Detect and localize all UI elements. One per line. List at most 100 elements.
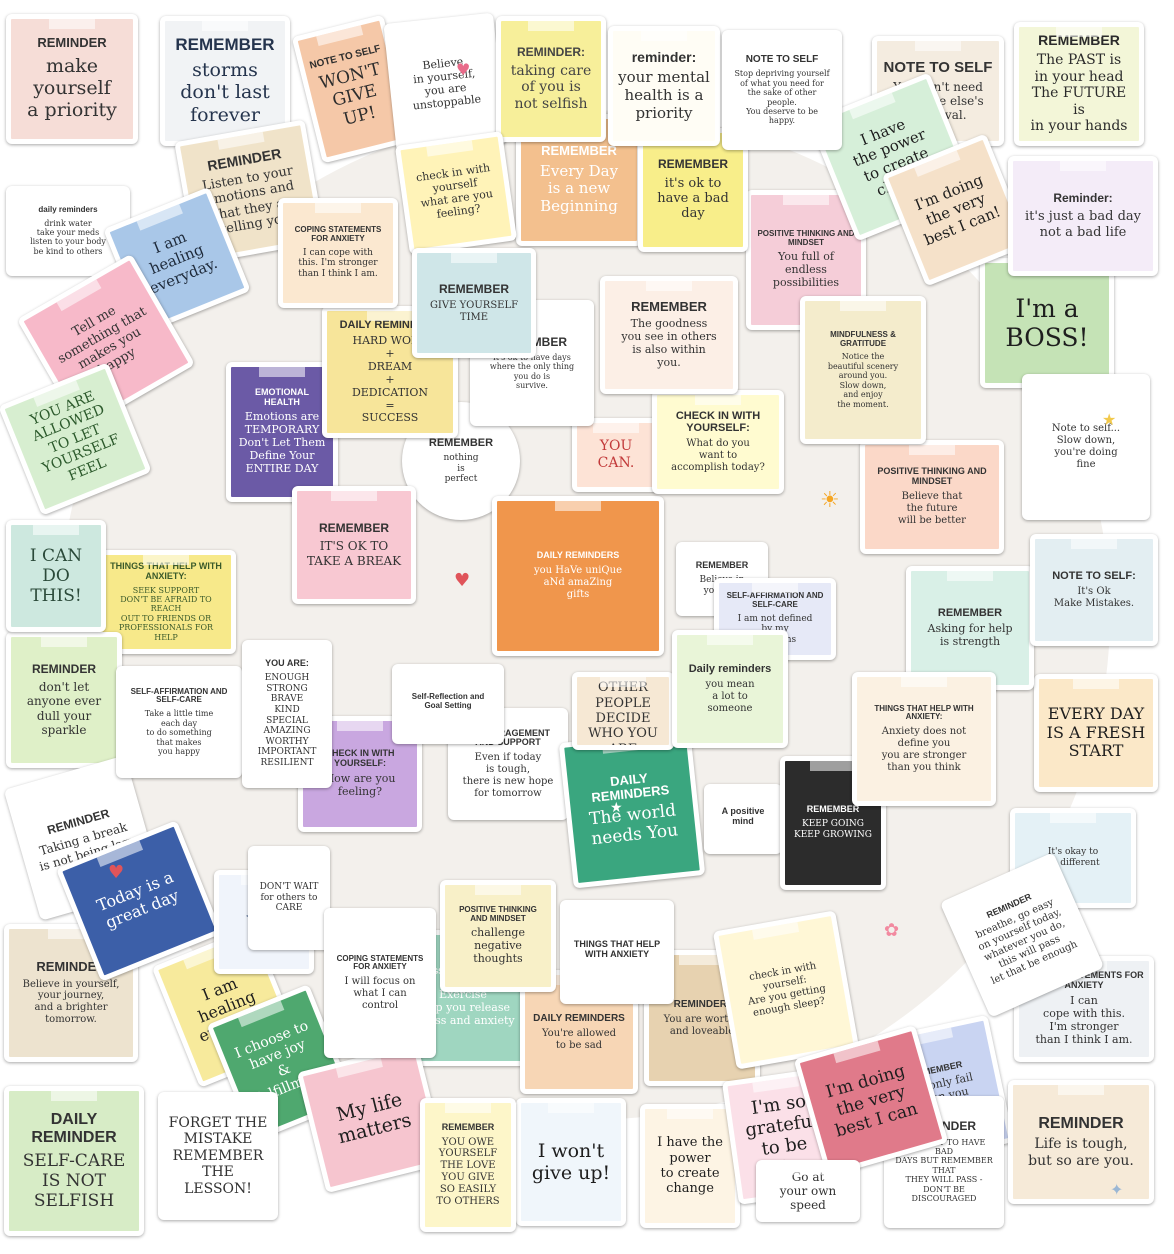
sticker-title: EMOTIONAL HEALTH (255, 386, 309, 407)
washi-tape (195, 1097, 241, 1107)
sticker-message: I won't give up! (531, 1139, 611, 1184)
washi-tape (915, 41, 961, 51)
sticker-message: YOU CAN. (597, 438, 635, 471)
sticker-message: I have the power to create change (657, 1135, 723, 1197)
sticker-title: REMINDER (1038, 1114, 1124, 1132)
sticker-title: REMEMBER (318, 521, 389, 536)
washi-tape (707, 635, 753, 645)
sticker-message: WON'T GIVE UP! (317, 59, 383, 130)
washi-tape (593, 423, 639, 433)
sticker-message: you mean a lot to someone (705, 679, 755, 714)
washi-tape (475, 885, 521, 895)
sticker-message: How are you feeling? (324, 771, 396, 798)
washi-tape (156, 671, 202, 681)
sticker-title: REMEMBER (657, 157, 728, 172)
heart-icon: ♥ (108, 862, 125, 883)
washi-tape (720, 789, 766, 799)
sticker-message: I can cope with this. I'm stronger than … (298, 247, 378, 280)
sticker-message: ENOUGH STRONG BRAVE KIND SPECIAL AMAZING… (257, 673, 317, 769)
washi-tape (54, 275, 102, 312)
washi-tape (901, 677, 947, 687)
sticker-title: NOTE TO SELF (745, 54, 819, 66)
sticker-title: REMEMBER (441, 1121, 495, 1132)
sticker-message: NEVER LET OTHER PEOPLE DECIDE WHO YOU AR… (582, 672, 664, 750)
sticker: I won't give up! (516, 1098, 626, 1226)
sticker-message: Anxiety does not define you you are stro… (881, 726, 967, 773)
sticker-message: I CAN DO THIS! (29, 545, 83, 607)
sticker-message: don't let anyone ever dull your sparkle (26, 680, 102, 737)
sticker-message: it's ok to have a bad day (657, 175, 729, 222)
sticker-message: Notice the beautiful scenery around you.… (827, 352, 899, 409)
sticker-title: REMEMBER (428, 437, 494, 450)
sticker-title: SELF-AFFIRMATION AND SELF-CARE (726, 591, 824, 610)
sticker: I CAN DO THIS! (6, 520, 106, 632)
washi-tape (425, 669, 471, 679)
washi-tape (752, 583, 798, 593)
sticker-message: FORGET THE MISTAKE REMEMBER THE LESSON! (168, 1114, 268, 1197)
sticker: YOU CAN. (572, 418, 660, 492)
washi-tape (45, 191, 91, 201)
sticker-message: SEEK SUPPORT DON'T BE AFRAID TO REACH OU… (118, 585, 214, 642)
sticker-message: My life matters (334, 1088, 414, 1149)
sun-icon: ☀ (820, 488, 840, 513)
washi-tape (947, 571, 993, 581)
washi-tape (641, 31, 687, 41)
sticker-message: Believe in yourself, your journey, and a… (22, 978, 120, 1025)
sticker-message: DON'T WAIT for others to CARE (259, 882, 319, 914)
washi-tape (357, 913, 403, 923)
sticker: A positive mind (704, 784, 782, 854)
washi-tape (785, 1165, 831, 1175)
sticker-title: daily reminders (38, 204, 98, 214)
sticker-title: THINGS THAT HELP WITH ANXIETY (573, 939, 661, 959)
sticker-message: KEEP GOING KEEP GROWING (794, 819, 872, 840)
sticker-title: THINGS THAT HELP WITH ANXIETY: (110, 560, 222, 581)
washi-tape (259, 367, 305, 377)
sticker-message: Take a little time each day to do someth… (144, 709, 214, 756)
sticker-message: you HaVe uniQue aNd amaZing gifts (533, 565, 622, 600)
sticker-message: nothing is perfect (443, 453, 479, 485)
sticker-message: Believe in yourself, you are unstoppable (412, 55, 482, 113)
washi-tape (1071, 539, 1117, 549)
sticker-title: COPING STATEMENTS FOR ANXIETY (336, 953, 424, 972)
washi-tape (695, 395, 741, 405)
sticker-message: I will focus on what I can control (344, 976, 416, 1011)
sticker: FORGET THE MISTAKE REMEMBER THE LESSON! (158, 1092, 278, 1220)
sticker-message: GIVE YOURSELF TIME (429, 299, 519, 323)
sticker-title: POSITIVE THINKING AND MINDSET (757, 228, 855, 247)
sticker-title: Self-Reflection and Goal Setting (411, 692, 485, 710)
washi-tape (528, 21, 574, 31)
sticker: COPING STATEMENTS FOR ANXIETY I will focu… (324, 908, 436, 1058)
sticker-message: Note to self... Slow down, you're doing … (1051, 423, 1121, 470)
washi-tape (840, 301, 886, 311)
sticker: THINGS THAT HELP WITH ANXIETY (560, 900, 674, 1004)
sticker: NEVER LET OTHER PEOPLE DECIDE WHO YOU AR… (572, 672, 674, 750)
sticker: check in with yourself what are you feel… (394, 131, 518, 255)
sticker: reminder:your mental health is a priorit… (608, 26, 720, 146)
sticker-title: CHECK IN WITH YOURSELF: (675, 410, 761, 435)
washi-tape (667, 1109, 713, 1119)
washi-tape (909, 445, 955, 455)
sticker-message: Go at your own speed (779, 1169, 837, 1213)
flower-icon: ✿ (884, 920, 900, 941)
washi-tape (33, 525, 79, 535)
washi-tape (1073, 679, 1119, 689)
sticker: YOU ARE:ENOUGH STRONG BRAVE KIND SPECIAL… (242, 640, 332, 788)
washi-tape (646, 281, 692, 291)
washi-tape (1060, 161, 1106, 171)
washi-tape (548, 1103, 594, 1113)
sticker-title: POSITIVE THINKING AND MINDSET (877, 466, 987, 487)
sticker-title: REMINDER: (517, 44, 585, 59)
washi-tape (48, 929, 94, 939)
sticker-message: challenge negative thoughts (471, 926, 525, 966)
